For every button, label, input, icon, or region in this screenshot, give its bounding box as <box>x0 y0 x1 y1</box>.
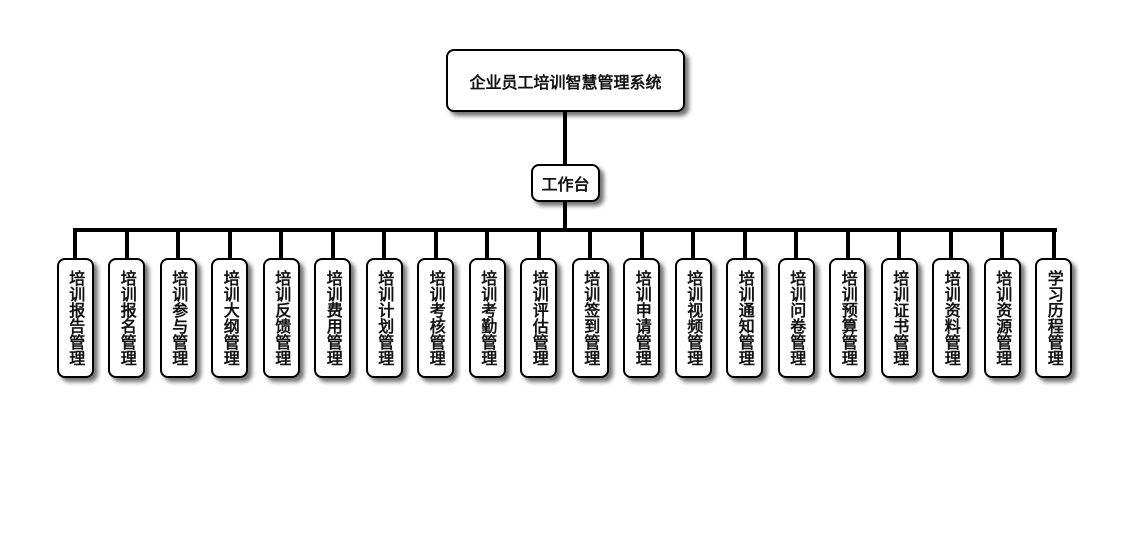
connector-module <box>124 230 129 258</box>
module-node[interactable]: 培训计划管理 <box>365 258 403 378</box>
module-node[interactable]: 培训资源管理 <box>983 258 1021 378</box>
module-node-label: 培训预算管理 <box>838 270 858 366</box>
module-node[interactable]: 培训通知管理 <box>726 258 763 378</box>
module-node[interactable]: 培训反馈管理 <box>262 258 300 378</box>
module-node-label: 培训申请管理 <box>632 270 652 366</box>
connector-module <box>73 230 77 258</box>
module-node[interactable]: 培训签到管理 <box>571 258 609 378</box>
root-node[interactable]: 企业员工培训智慧管理系统 <box>446 49 685 112</box>
module-node-label: 培训通知管理 <box>735 270 755 366</box>
module-node[interactable]: 培训申请管理 <box>623 258 660 378</box>
workbench-node[interactable]: 工作台 <box>531 164 600 202</box>
module-node-label: 培训视频管理 <box>684 270 704 366</box>
connector-module <box>1000 230 1004 258</box>
connector-module <box>176 230 180 258</box>
module-node-label: 培训签到管理 <box>581 270 601 366</box>
root-node-label: 企业员工培训智慧管理系统 <box>469 72 662 92</box>
module-node[interactable]: 培训视频管理 <box>674 258 712 378</box>
module-node[interactable]: 培训大纲管理 <box>211 258 248 378</box>
module-node-label: 培训大纲管理 <box>220 270 240 366</box>
module-node[interactable]: 培训考核管理 <box>417 258 454 378</box>
connector-module <box>742 230 747 258</box>
connector-module <box>433 230 438 258</box>
module-node[interactable]: 培训证书管理 <box>880 258 918 378</box>
module-node-label: 培训报告管理 <box>66 270 86 366</box>
module-node-label: 培训参与管理 <box>169 270 189 366</box>
module-node[interactable]: 培训评估管理 <box>520 258 557 378</box>
module-node-label: 培训证书管理 <box>890 270 910 366</box>
module-node[interactable]: 学习历程管理 <box>1035 258 1072 378</box>
connector-module <box>588 230 592 258</box>
connector-module <box>845 230 850 258</box>
module-node[interactable]: 培训考勤管理 <box>468 258 506 378</box>
module-node-label: 培训资料管理 <box>941 270 961 366</box>
module-node-label: 培训报名管理 <box>117 270 137 366</box>
connector-module <box>279 230 283 258</box>
connector-module <box>227 230 232 258</box>
connector-module <box>639 230 644 258</box>
connector-module <box>1051 230 1056 258</box>
connector-module <box>485 230 489 258</box>
module-node-label: 培训评估管理 <box>529 270 549 366</box>
module-node-label: 培训计划管理 <box>375 270 395 366</box>
connector-root-workbench <box>563 112 567 164</box>
connector-module <box>794 230 798 258</box>
connector-module <box>536 230 541 258</box>
connector-module <box>897 230 901 258</box>
module-node-label: 培训考核管理 <box>426 270 446 366</box>
connector-module <box>948 230 953 258</box>
connector-module <box>382 230 386 258</box>
module-node[interactable]: 培训报名管理 <box>108 258 145 378</box>
module-node-label: 培训反馈管理 <box>272 270 292 366</box>
connector-module <box>691 230 695 258</box>
module-node[interactable]: 培训预算管理 <box>829 258 866 378</box>
module-node[interactable]: 培训问卷管理 <box>777 258 815 378</box>
connector-horizontal-bus <box>73 228 1057 232</box>
module-node[interactable]: 培训报告管理 <box>56 258 94 378</box>
module-node-label: 培训问卷管理 <box>787 270 807 366</box>
module-node-label: 培训资源管理 <box>993 270 1013 366</box>
module-node-label: 培训费用管理 <box>323 270 343 366</box>
connector-workbench-bus <box>563 202 567 230</box>
module-node[interactable]: 培训资料管理 <box>932 258 969 378</box>
module-node[interactable]: 培训费用管理 <box>314 258 351 378</box>
connector-module <box>330 230 335 258</box>
workbench-node-label: 工作台 <box>541 175 590 194</box>
module-node-label: 培训考勤管理 <box>478 270 498 366</box>
module-node-label: 学习历程管理 <box>1044 270 1064 366</box>
module-node[interactable]: 培训参与管理 <box>159 258 197 378</box>
